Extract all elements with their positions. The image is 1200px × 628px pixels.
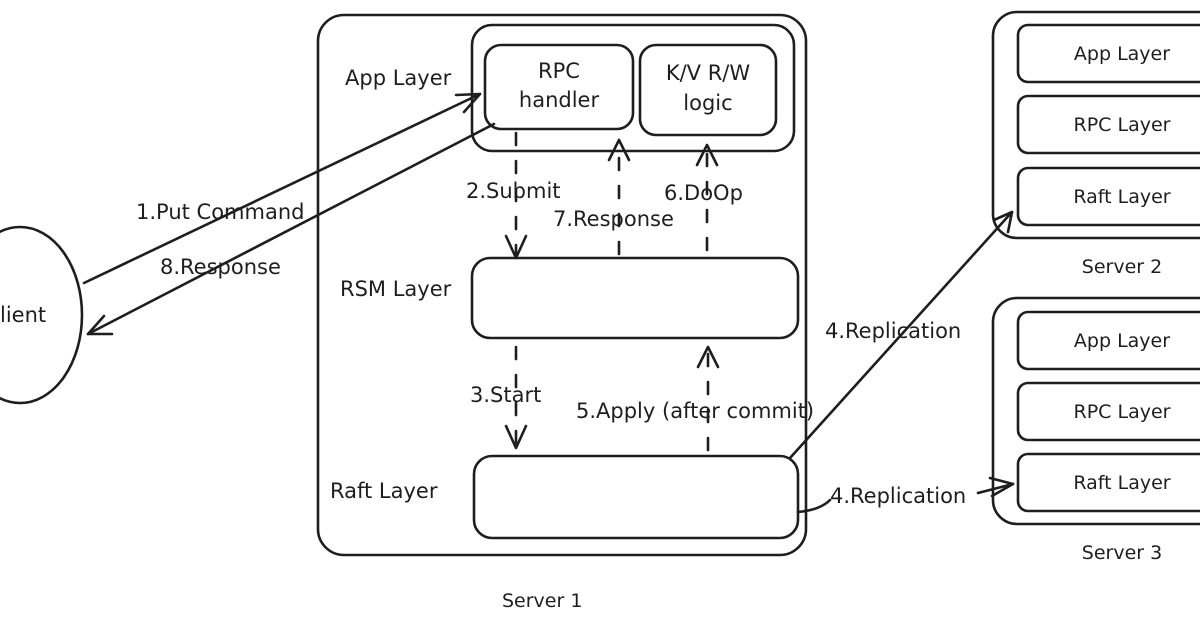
arrow-doop: [695, 143, 719, 252]
rsm-layer-box: [470, 256, 800, 340]
rsm-layer-label: RSM Layer: [340, 277, 452, 301]
server2-raft-layer-label: Raft Layer: [1073, 186, 1170, 208]
server2-app-layer-label: App Layer: [1074, 43, 1170, 65]
kv-logic-box: [638, 43, 778, 137]
arrow-replication-server2: [788, 210, 1014, 460]
server2-rpc-layer-label: RPC Layer: [1074, 114, 1171, 136]
server2-rpc-layer: [1016, 94, 1200, 155]
server2-caption: Server 2: [1082, 256, 1162, 278]
kv-logic-line1: K/V R/W: [666, 61, 751, 85]
app-layer-group: [470, 23, 796, 153]
client-node: [0, 225, 84, 405]
label-apply: 5.Apply (after commit): [576, 399, 814, 423]
label-doop: 6.DoOp: [664, 181, 743, 205]
label-start: 3.Start: [470, 383, 541, 407]
server3-raft-layer-label: Raft Layer: [1073, 472, 1170, 494]
rpc-handler-line2: handler: [519, 88, 600, 112]
server2-app-layer: [1016, 23, 1200, 84]
server3-app-layer-label: App Layer: [1074, 330, 1170, 352]
arrow-apply: [696, 345, 720, 452]
label-response-internal: 7.Response: [553, 207, 674, 231]
arrow-response-client: [86, 122, 496, 336]
server3-rpc-layer-label: RPC Layer: [1074, 401, 1171, 423]
server3-app-layer: [1016, 310, 1200, 371]
label-replication-server2: 4.Replication: [825, 319, 961, 343]
raft-layer-label: Raft Layer: [330, 479, 438, 503]
arrow-response-internal: [607, 138, 631, 256]
client-label: lient: [0, 303, 46, 327]
raft-layer-box: [472, 454, 800, 540]
rpc-handler-box: [483, 43, 635, 131]
arrow-replication-server3: [796, 476, 1015, 514]
server3-container: [991, 296, 1200, 526]
rpc-handler-line1: RPC: [538, 59, 580, 83]
server1-container: [316, 13, 808, 557]
server3-raft-layer: [1016, 452, 1200, 513]
server1-caption: Server 1: [502, 590, 582, 612]
server3-caption: Server 3: [1082, 542, 1162, 564]
kv-logic-line2: logic: [683, 91, 732, 115]
arrow-submit: [504, 131, 528, 260]
server3-rpc-layer: [1016, 381, 1200, 442]
label-response-client: 8.Response: [160, 255, 281, 279]
label-replication-server3: 4.Replication: [830, 484, 966, 508]
server2-container: [991, 10, 1200, 240]
label-submit: 2.Submit: [466, 179, 561, 203]
app-layer-label: App Layer: [345, 66, 452, 90]
arrow-start: [504, 345, 528, 450]
arrow-put-command: [82, 92, 482, 285]
server2-raft-layer: [1016, 166, 1200, 227]
label-put-command: 1.Put Command: [136, 200, 304, 224]
